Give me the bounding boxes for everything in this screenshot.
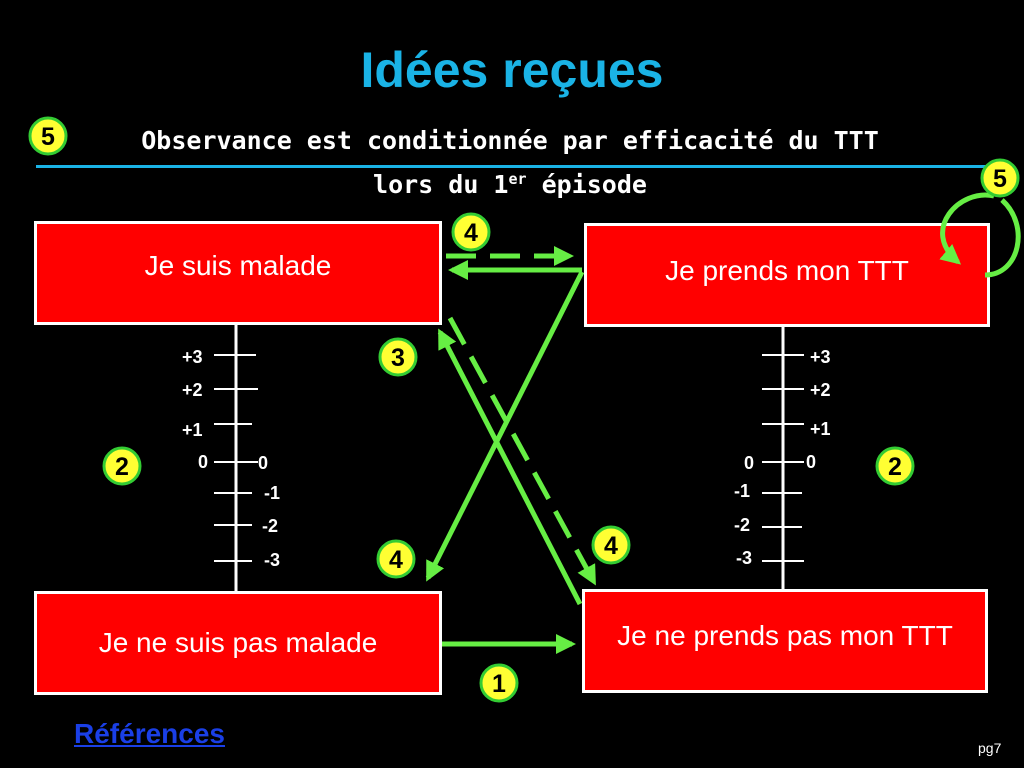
left-scale-plus3: +3 bbox=[182, 347, 203, 367]
badge-5-left bbox=[28, 116, 68, 156]
badge-4-bottom-left-label: 4 bbox=[389, 546, 403, 574]
left-scale-minus1: -1 bbox=[264, 483, 280, 503]
right-scale bbox=[762, 327, 804, 589]
right-scale-zero-right: 0 bbox=[806, 452, 816, 472]
badge-4-top-label: 4 bbox=[464, 219, 478, 247]
badge-5-left-label: 5 bbox=[41, 123, 55, 151]
left-scale-zero-left: 0 bbox=[198, 452, 208, 472]
left-scale-zero-right: 0 bbox=[258, 453, 268, 473]
arrow-dashed-malade-to-pas-ttt bbox=[447, 316, 597, 586]
badge-2-left-label: 2 bbox=[115, 453, 129, 481]
badge-3 bbox=[378, 337, 418, 377]
badge-4-bottom-left bbox=[376, 539, 416, 579]
box-label: Je ne prends pas mon TTT bbox=[617, 620, 953, 651]
left-scale-minus3: -3 bbox=[264, 550, 280, 570]
arrow-pas-ttt-to-malade bbox=[437, 328, 583, 606]
right-scale-minus2: -2 bbox=[734, 515, 750, 535]
badge-4-bottom-right bbox=[591, 525, 631, 565]
right-scale-plus1: +1 bbox=[810, 419, 831, 439]
badge-2-right bbox=[875, 446, 915, 486]
badge-2-left bbox=[102, 446, 142, 486]
references-link[interactable]: Références bbox=[74, 718, 225, 749]
page-number: pg7 bbox=[978, 740, 1002, 756]
box-label: Je prends mon TTT bbox=[665, 255, 909, 286]
badge-1 bbox=[479, 663, 519, 703]
left-scale-plus1: +1 bbox=[182, 420, 203, 440]
right-scale-zero-left: 0 bbox=[744, 453, 754, 473]
title-divider bbox=[36, 165, 986, 168]
arrow-ttt-loop bbox=[943, 192, 1021, 275]
badge-4-bottom-right-label: 4 bbox=[604, 532, 618, 560]
subtitle-line2-start: lors du 1 bbox=[373, 170, 509, 199]
right-scale-minus1: -1 bbox=[734, 481, 750, 501]
box-je-prends-mon-ttt: Je prends mon TTT bbox=[584, 223, 990, 327]
box-label: Je ne suis pas malade bbox=[98, 627, 378, 658]
left-scale-plus2: +2 bbox=[182, 380, 203, 400]
subtitle-superscript: er bbox=[508, 170, 527, 188]
subtitle: Observance est conditionnée par efficaci… bbox=[60, 122, 960, 204]
box-label: Je suis malade bbox=[144, 250, 332, 281]
badge-5-right-label: 5 bbox=[993, 165, 1007, 193]
subtitle-line2-end: épisode bbox=[526, 170, 647, 199]
right-scale-plus3: +3 bbox=[810, 347, 831, 367]
badge-3-label: 3 bbox=[391, 344, 405, 372]
right-scale-minus3: -3 bbox=[736, 548, 752, 568]
right-scale-plus2: +2 bbox=[810, 380, 831, 400]
page-title: Idées reçues bbox=[360, 42, 664, 98]
box-je-ne-suis-pas-malade: Je ne suis pas malade bbox=[34, 591, 442, 695]
box-je-suis-malade: Je suis malade bbox=[34, 221, 442, 325]
left-scale-minus2: -2 bbox=[262, 516, 278, 536]
badge-1-label: 1 bbox=[492, 670, 506, 698]
badge-4-top bbox=[451, 212, 491, 252]
badge-2-right-label: 2 bbox=[888, 453, 902, 481]
badge-5-right bbox=[980, 158, 1020, 198]
left-scale bbox=[214, 325, 258, 591]
subtitle-line1: Observance est conditionnée par efficaci… bbox=[141, 126, 879, 155]
box-je-ne-prends-pas-mon-ttt: Je ne prends pas mon TTT bbox=[582, 589, 988, 693]
arrow-ttt-to-pas-malade bbox=[425, 270, 585, 582]
